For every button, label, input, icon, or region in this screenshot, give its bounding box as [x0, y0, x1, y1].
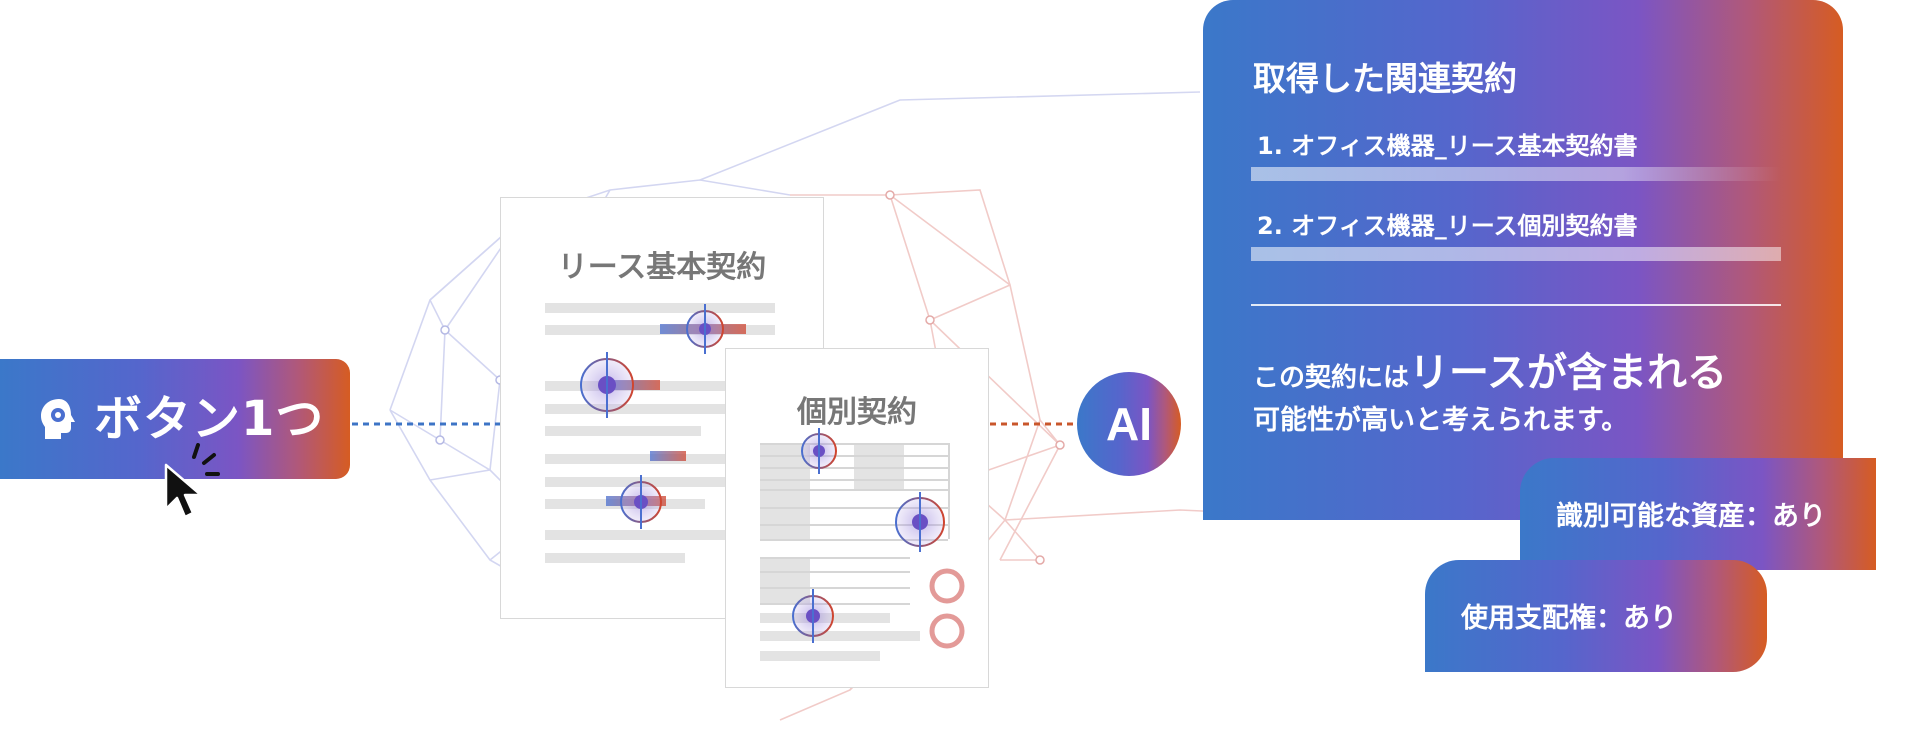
brain-head-icon [41, 399, 75, 439]
button-label: ボタン1つ [94, 391, 325, 447]
conclusion-emphasis: リースが含まれる [1409, 350, 1728, 396]
master-contract-title: リース基本契約 [557, 250, 767, 285]
conclusion-line-2: 可能性が高いと考えられます。 [1253, 405, 1629, 436]
click-cursor-icon [164, 443, 220, 519]
contract-item-2-bar [1251, 247, 1781, 261]
target-marker [796, 428, 842, 474]
result-heading: 取得した関連契約 [1253, 59, 1517, 98]
tag-label: 識別可能な資産：あり [1556, 501, 1826, 532]
one-button-cta[interactable]: ボタン1つ [0, 359, 350, 479]
contract-item-1-bar [1251, 167, 1781, 181]
individual-contract-title: 個別契約 [797, 395, 917, 430]
ai-badge: AI [1077, 372, 1181, 476]
conclusion-line-1: この契約にはリースが含まれる [1253, 340, 1727, 398]
tag-identifiable-asset: 識別可能な資産：あり [1520, 458, 1876, 570]
divider [1251, 304, 1781, 306]
contract-item-1[interactable]: 1. オフィス機器_リース基本契約書 [1257, 132, 1638, 160]
tag-right-of-control: 使用支配権：あり [1425, 560, 1767, 672]
result-panel: 取得した関連契約 1. オフィス機器_リース基本契約書 2. オフィス機器_リー… [1203, 0, 1843, 520]
tag-label: 使用支配権：あり [1461, 603, 1677, 634]
target-marker [890, 492, 950, 552]
target-marker [786, 589, 840, 643]
target-marker [614, 475, 668, 529]
check-circle-icon [929, 613, 965, 649]
target-marker [574, 352, 640, 418]
contract-item-2[interactable]: 2. オフィス機器_リース個別契約書 [1257, 212, 1638, 240]
conclusion-prefix: この契約には [1253, 363, 1410, 393]
target-marker [680, 304, 730, 354]
check-circle-icon [929, 568, 965, 604]
